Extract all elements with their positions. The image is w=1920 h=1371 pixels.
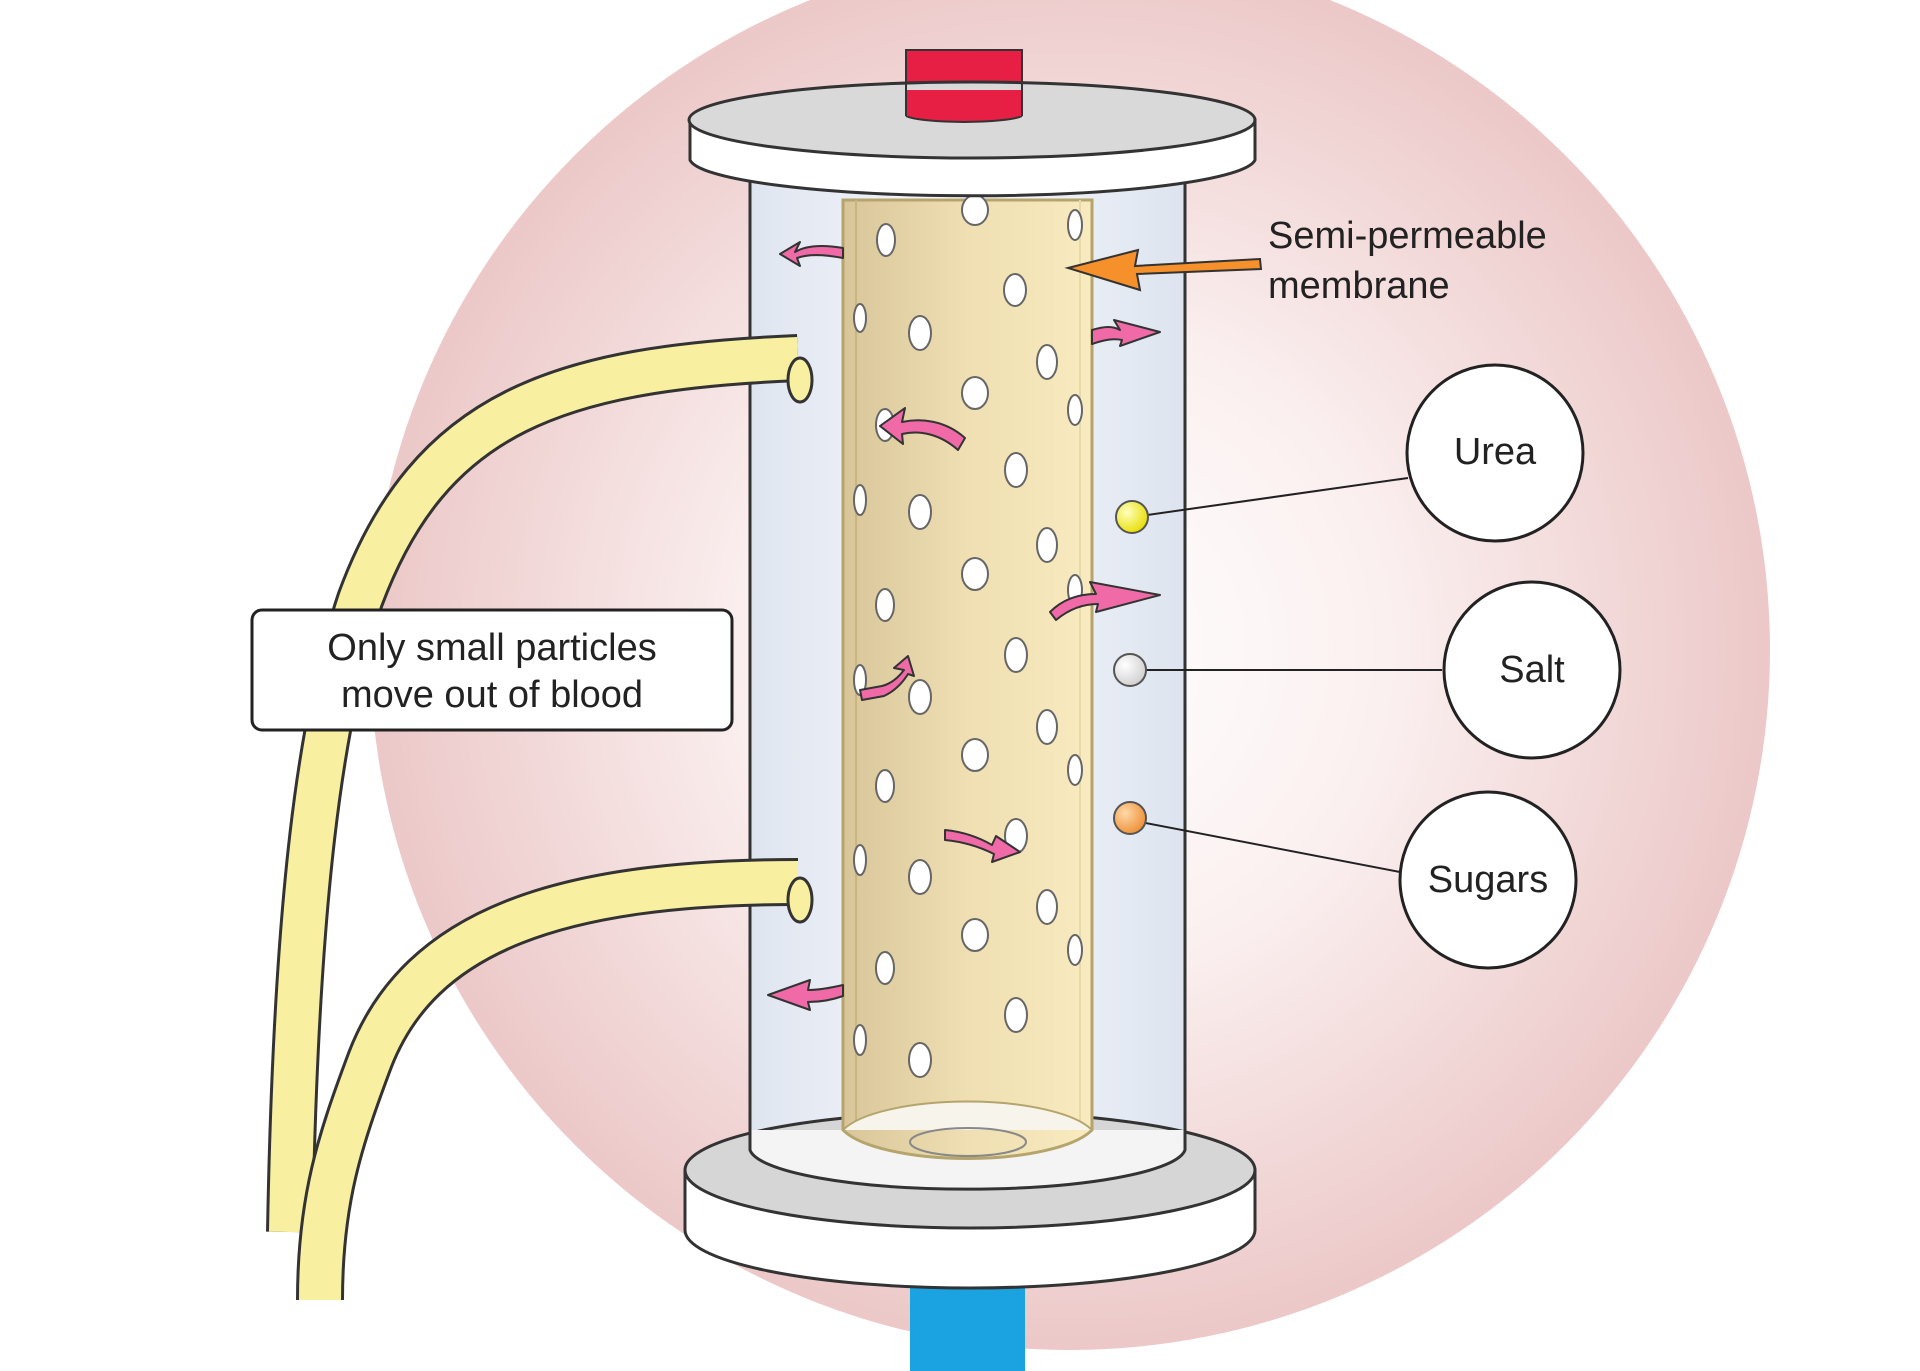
urea-label: Urea bbox=[1454, 431, 1537, 473]
pore bbox=[961, 194, 989, 226]
pore bbox=[853, 844, 867, 876]
pore bbox=[1036, 709, 1058, 745]
diffusion-arrows bbox=[767, 241, 1161, 1011]
pore bbox=[875, 588, 895, 622]
salt-label-circle bbox=[1442, 580, 1622, 760]
pore bbox=[961, 557, 989, 591]
membrane-tube bbox=[841, 198, 1094, 1160]
pore bbox=[1004, 452, 1028, 488]
pore bbox=[961, 738, 989, 772]
sugar-particle bbox=[1113, 801, 1147, 835]
membrane-label-line-1: Semi-permeable bbox=[1268, 215, 1547, 257]
pore bbox=[1067, 394, 1083, 426]
tubing bbox=[266, 334, 814, 1301]
pore bbox=[1036, 889, 1058, 925]
pore bbox=[908, 315, 932, 351]
membrane-label: Semi-permeable membrane bbox=[1064, 215, 1547, 307]
pore bbox=[908, 679, 932, 715]
top-cap bbox=[687, 50, 1257, 198]
pore bbox=[853, 1024, 867, 1056]
curved-pink-arrow-icon bbox=[1049, 581, 1161, 621]
pore bbox=[1004, 997, 1028, 1033]
callout-box: Only small particles move out of blood bbox=[250, 608, 734, 732]
urea-label-circle bbox=[1405, 363, 1585, 543]
curved-pink-arrow-icon bbox=[944, 829, 1021, 863]
pore bbox=[875, 769, 895, 803]
pore bbox=[853, 303, 867, 333]
bottom-cap bbox=[683, 1110, 1257, 1290]
callout-line-2: move out of blood bbox=[341, 674, 643, 716]
curved-pink-arrow-icon bbox=[779, 241, 844, 267]
urea-particle bbox=[1115, 500, 1149, 534]
pore bbox=[961, 376, 989, 410]
pore bbox=[1067, 209, 1083, 241]
pore bbox=[875, 951, 895, 985]
pore bbox=[908, 859, 932, 895]
membrane-label-line-2: membrane bbox=[1268, 265, 1450, 307]
salt-label: Salt bbox=[1499, 649, 1565, 691]
pore bbox=[1067, 754, 1083, 786]
pore bbox=[876, 223, 896, 257]
pore bbox=[1004, 637, 1028, 673]
pore bbox=[1003, 273, 1027, 307]
pore bbox=[908, 1042, 932, 1078]
curved-pink-arrow-icon bbox=[767, 979, 844, 1011]
pore bbox=[853, 484, 867, 516]
curved-pink-arrow-icon bbox=[859, 655, 915, 701]
pore bbox=[961, 918, 989, 952]
salt-particle bbox=[1113, 653, 1147, 687]
pore bbox=[1036, 344, 1058, 380]
sugars-label: Sugars bbox=[1428, 859, 1548, 901]
pore bbox=[1036, 527, 1058, 563]
particles: Urea Salt Sugars bbox=[1113, 363, 1622, 970]
curved-pink-arrow-icon bbox=[1091, 319, 1161, 347]
curved-pink-arrow-icon bbox=[879, 407, 966, 451]
pore bbox=[908, 494, 932, 530]
orange-arrow-icon bbox=[1064, 248, 1263, 292]
callout-line-1: Only small particles bbox=[327, 627, 656, 669]
pore bbox=[1067, 934, 1083, 966]
sugars-label-circle bbox=[1398, 790, 1578, 970]
